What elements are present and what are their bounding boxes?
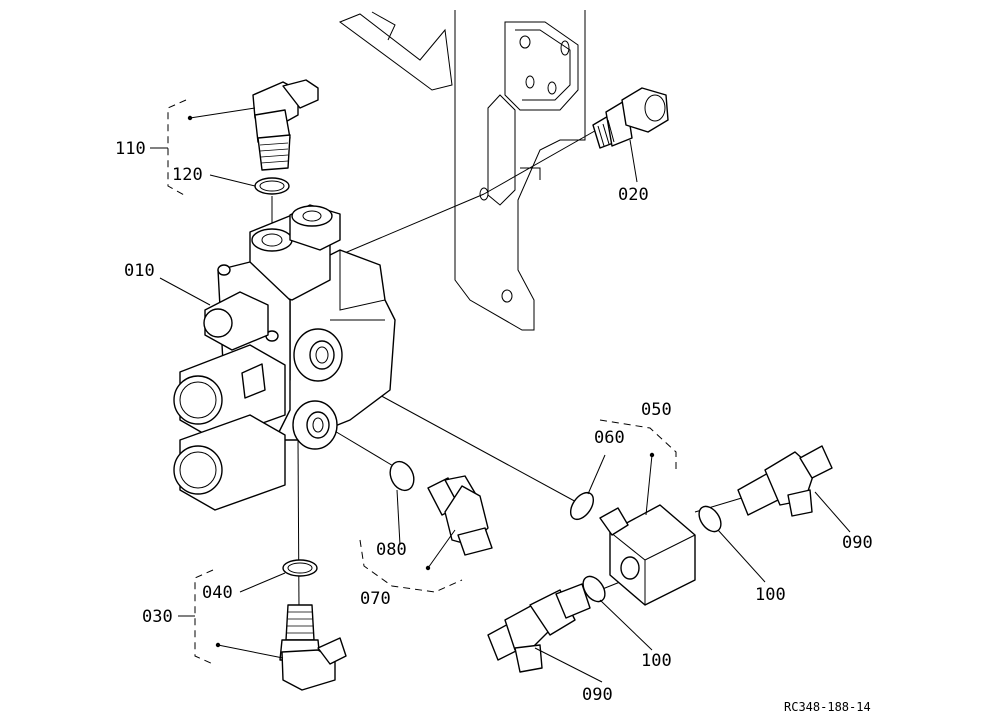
callout-labels: 110 120 010 020 050 060 090 100 080 070 … [115, 139, 873, 714]
elbow-fitting-030 [279, 604, 347, 691]
callout-030: 030 [142, 607, 173, 627]
group-brackets [167, 99, 677, 665]
callout-040: 040 [202, 583, 233, 603]
elbow-fitting-070 [427, 475, 493, 556]
valve-body-010 [173, 204, 396, 511]
callout-020: 020 [618, 185, 649, 205]
callout-080: 080 [376, 540, 407, 560]
callout-090-lower: 090 [582, 685, 613, 705]
callout-050: 050 [641, 400, 672, 420]
elbow-fitting-110 [252, 79, 319, 171]
mounting-bracket [338, 10, 586, 331]
tee-fitting-090-lower [487, 583, 591, 673]
callout-090-upper: 090 [842, 533, 873, 553]
fitting-020 [592, 87, 669, 149]
callout-060: 060 [594, 428, 625, 448]
tee-block-050 [599, 504, 696, 606]
drawing-code: RC348-188-14 [784, 700, 871, 714]
o-ring-080 [389, 460, 415, 492]
tee-fitting-090-upper [737, 445, 833, 517]
callout-120: 120 [172, 165, 203, 185]
callout-100-upper: 100 [755, 585, 786, 605]
leader-lines [150, 107, 851, 683]
dot-markers [187, 115, 655, 648]
callout-110: 110 [115, 139, 146, 159]
callout-010: 010 [124, 261, 155, 281]
o-ring-100-lower [582, 575, 606, 603]
callout-070: 070 [360, 589, 391, 609]
o-ring-060 [569, 491, 595, 521]
callout-100-lower: 100 [641, 651, 672, 671]
o-ring-100-upper [698, 505, 722, 533]
